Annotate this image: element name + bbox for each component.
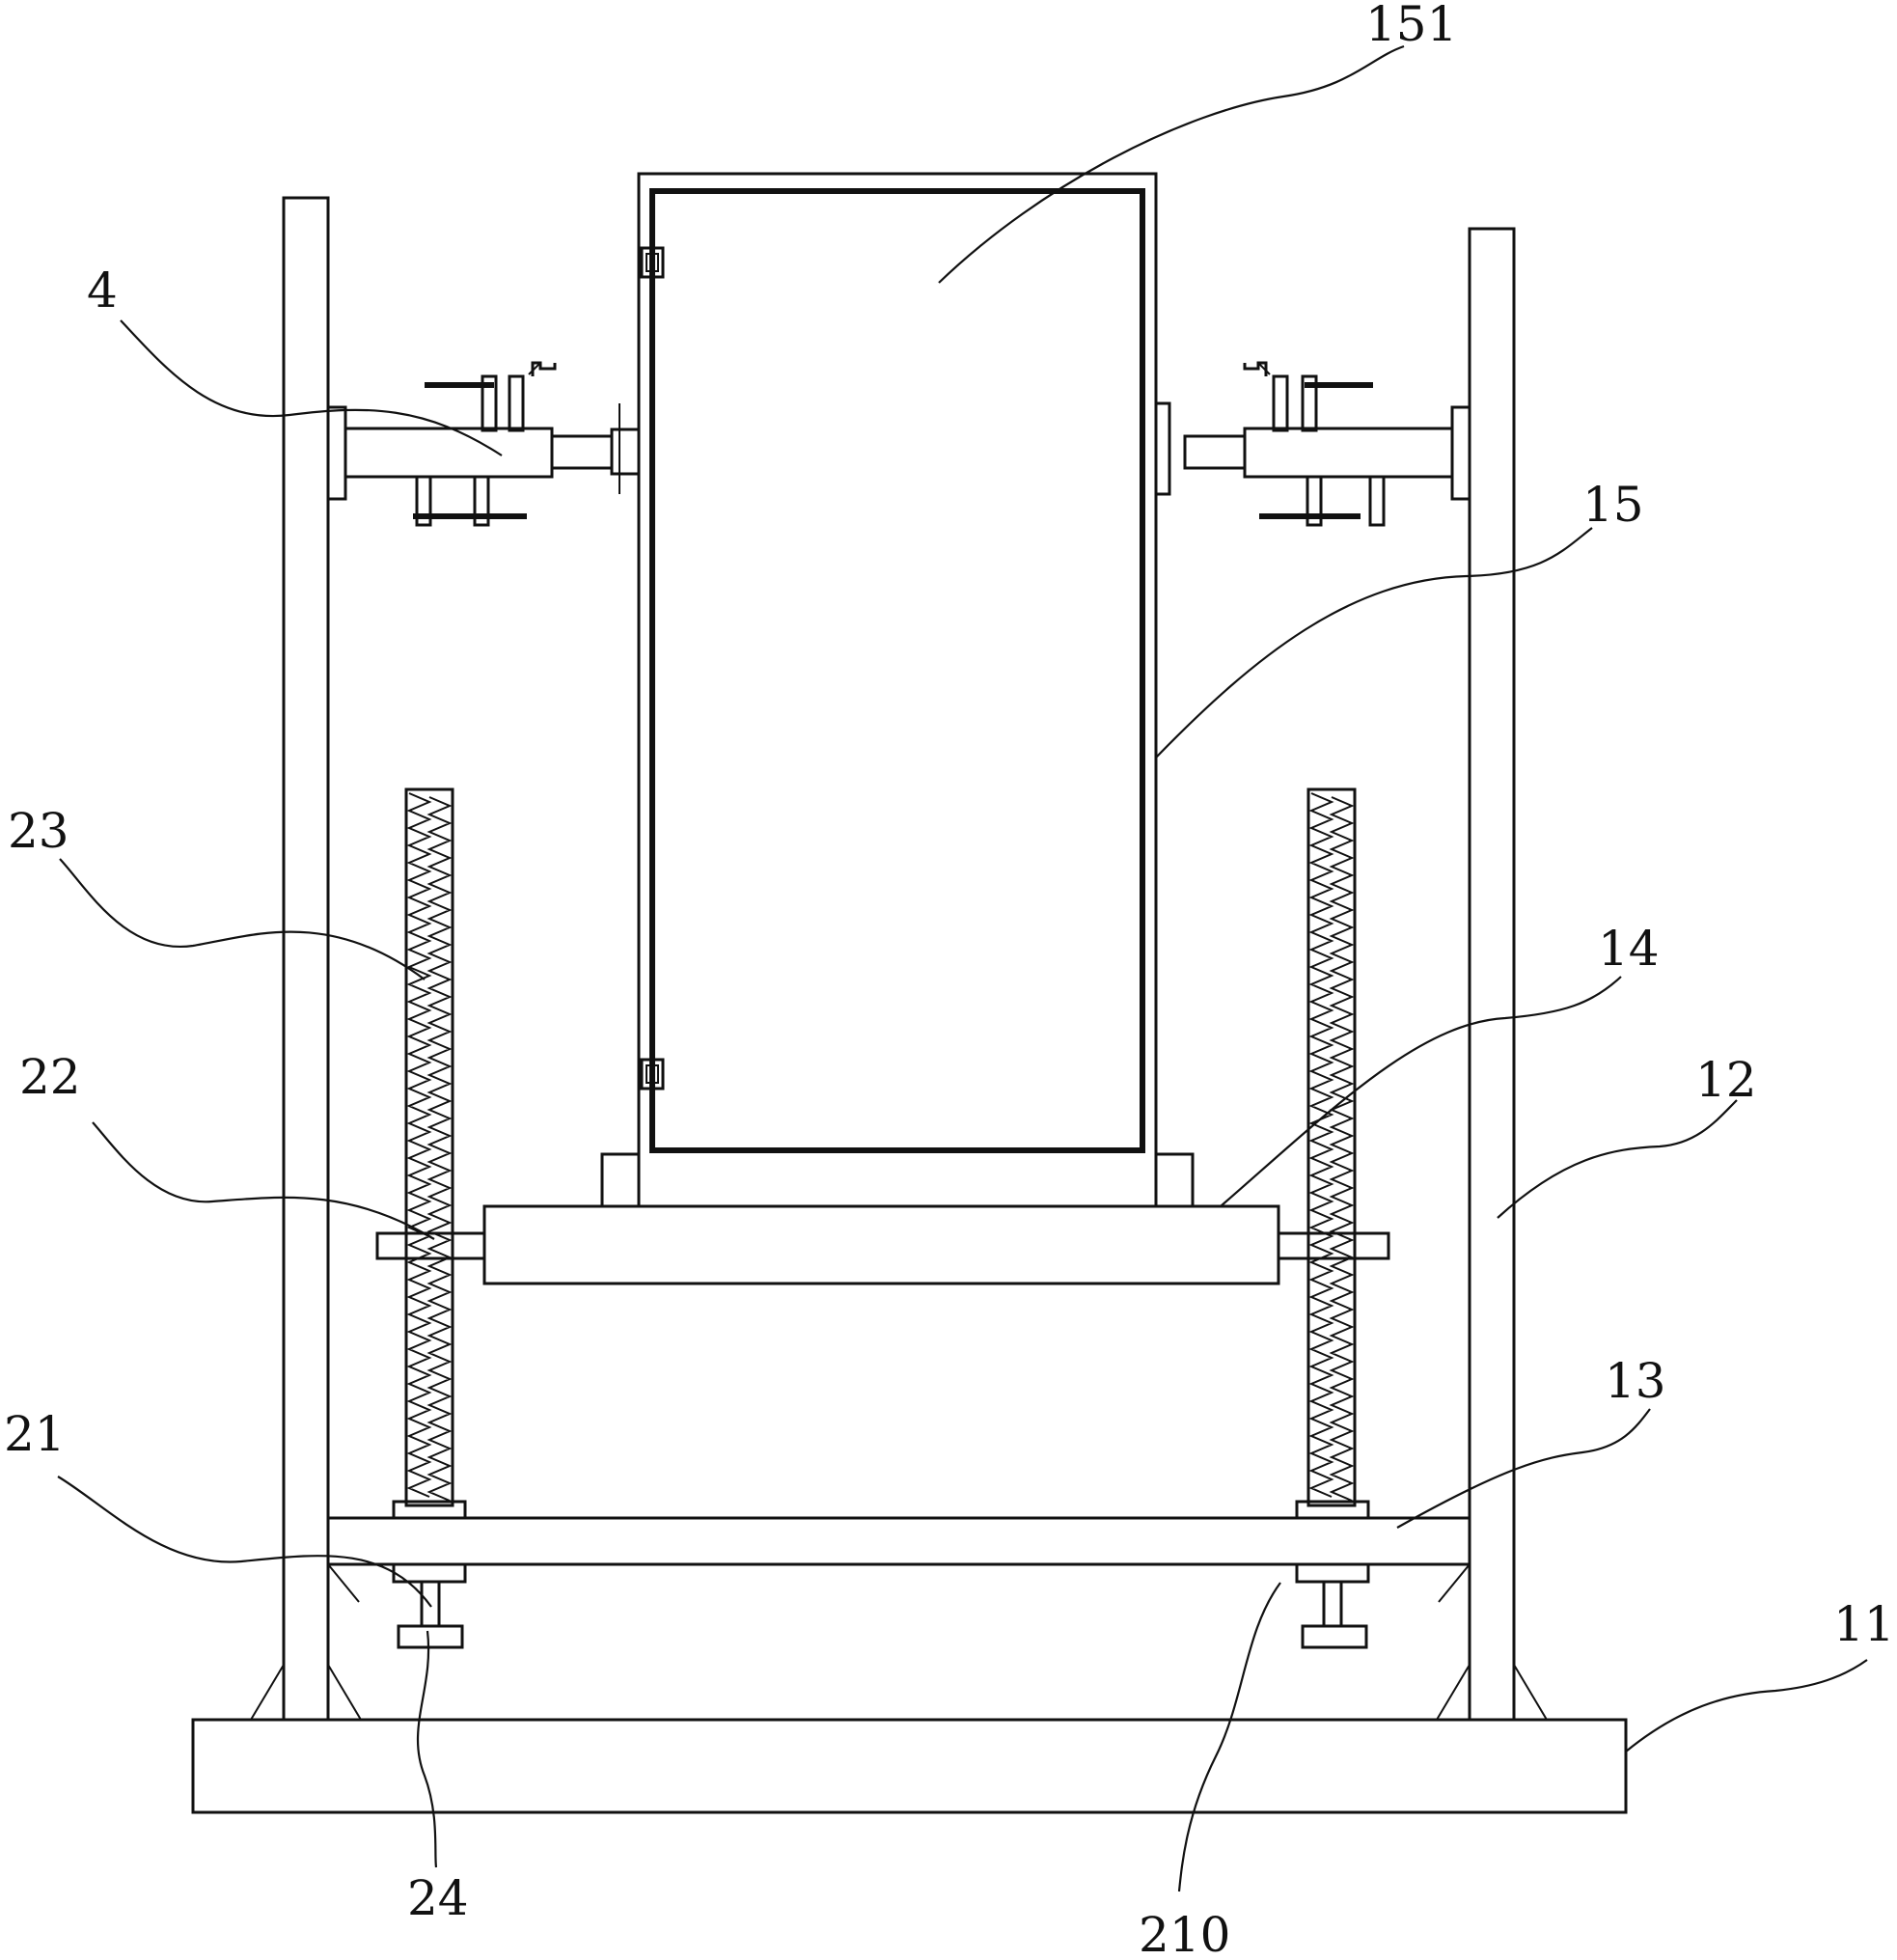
leader-210	[1177, 1582, 1281, 1892]
label-15: 15	[1582, 477, 1644, 533]
leader-24	[416, 1630, 438, 1868]
left-clamp-assembly	[326, 361, 641, 527]
leader-15	[1155, 527, 1593, 759]
leader-21	[57, 1476, 432, 1608]
label-23: 23	[8, 803, 69, 859]
label-4: 4	[87, 262, 118, 318]
label-12: 12	[1695, 1052, 1757, 1108]
label-14: 14	[1598, 921, 1660, 977]
right-upright	[1436, 227, 1548, 1722]
leader-151	[938, 44, 1405, 284]
label-24: 24	[407, 1870, 469, 1926]
carriage	[375, 1152, 1390, 1285]
left-lead-screw	[404, 787, 454, 1507]
leader-4	[120, 319, 503, 456]
label-11: 11	[1833, 1596, 1895, 1652]
right-clamp-assembly	[1154, 361, 1471, 527]
label-21: 21	[4, 1406, 66, 1462]
right-lead-screw	[1306, 787, 1357, 1507]
leader-23	[59, 858, 426, 980]
leader-14	[1220, 976, 1622, 1207]
right-bearing-knob	[1295, 1562, 1370, 1649]
leader-13	[1396, 1408, 1651, 1529]
label-22: 22	[19, 1049, 81, 1105]
right-screw-seat	[1295, 1500, 1370, 1520]
label-210: 210	[1139, 1907, 1230, 1960]
leader-12	[1497, 1099, 1738, 1219]
lower-crossbeam	[326, 1516, 1471, 1603]
base-plate	[191, 1718, 1628, 1814]
label-151: 151	[1365, 0, 1457, 52]
left-screw-seat	[392, 1500, 467, 1520]
door-frame	[637, 172, 1158, 1208]
leader-22	[92, 1121, 435, 1240]
left-upright	[250, 196, 362, 1722]
leader-11	[1625, 1659, 1868, 1753]
label-13: 13	[1605, 1353, 1666, 1409]
